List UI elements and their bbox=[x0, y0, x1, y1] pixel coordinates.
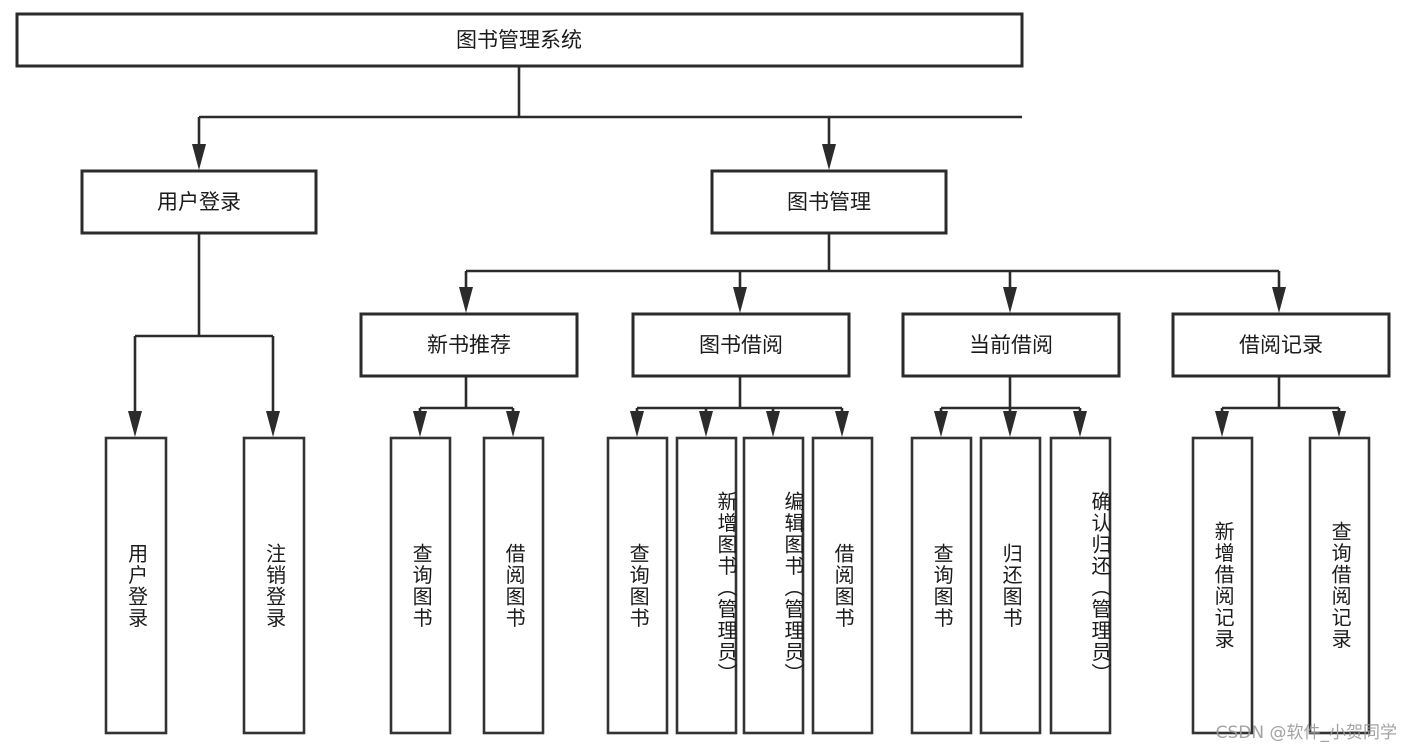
node-box-new-book-recommend[interactable] bbox=[359, 312, 579, 378]
leaf-box-current-borrow-2[interactable] bbox=[1049, 436, 1112, 735]
leaf-box-current-borrow-0[interactable] bbox=[910, 436, 973, 735]
leaf-box-book-borrow-3[interactable] bbox=[811, 436, 874, 735]
node-label-root: 图书管理系统 bbox=[456, 28, 582, 52]
leaf-box-user-login-0[interactable] bbox=[104, 436, 168, 735]
node-label-borrow-record: 借阅记录 bbox=[1239, 333, 1323, 357]
leaf-box-borrow-record-0[interactable] bbox=[1191, 436, 1254, 735]
node-label-current-borrow: 当前借阅 bbox=[969, 333, 1053, 357]
leaf-box-book-borrow-1[interactable] bbox=[675, 436, 738, 735]
connector-userlogin-to-leaves bbox=[128, 233, 280, 437]
leaf-box-new-book-1[interactable] bbox=[482, 436, 545, 735]
node-box-user-login[interactable] bbox=[80, 169, 318, 235]
node-box-book-management[interactable] bbox=[710, 169, 948, 235]
node-label-user-login: 用户登录 bbox=[157, 190, 241, 214]
node-box-current-borrow[interactable] bbox=[901, 312, 1121, 378]
leaf-box-book-borrow-2[interactable] bbox=[742, 436, 805, 735]
watermark-text: CSDN @软件_小贺同学 bbox=[1215, 723, 1397, 743]
leaf-box-current-borrow-1[interactable] bbox=[979, 436, 1042, 735]
node-box-book-borrow[interactable] bbox=[631, 312, 851, 378]
leaf-box-book-borrow-0[interactable] bbox=[606, 436, 669, 735]
connector-root-to-level2 bbox=[192, 66, 1022, 170]
connector-newbook-to-leaves bbox=[413, 376, 520, 437]
connector-bookborrow-to-leaves bbox=[630, 376, 849, 437]
connector-currentborrow-to-leaves bbox=[934, 376, 1087, 437]
node-box-borrow-record[interactable] bbox=[1171, 312, 1391, 378]
node-box-root[interactable] bbox=[15, 12, 1024, 68]
node-label-book-management: 图书管理 bbox=[787, 190, 871, 214]
node-label-book-borrow: 图书借阅 bbox=[699, 333, 783, 357]
leaf-box-user-login-1[interactable] bbox=[242, 436, 306, 735]
leaf-box-new-book-0[interactable] bbox=[389, 436, 452, 735]
connector-borrowrecord-to-leaves bbox=[1215, 376, 1346, 437]
leaf-box-borrow-record-1[interactable] bbox=[1308, 436, 1371, 735]
node-label-new-book-recommend: 新书推荐 bbox=[427, 333, 511, 357]
connector-bookmgmt-to-level3 bbox=[459, 233, 1286, 313]
